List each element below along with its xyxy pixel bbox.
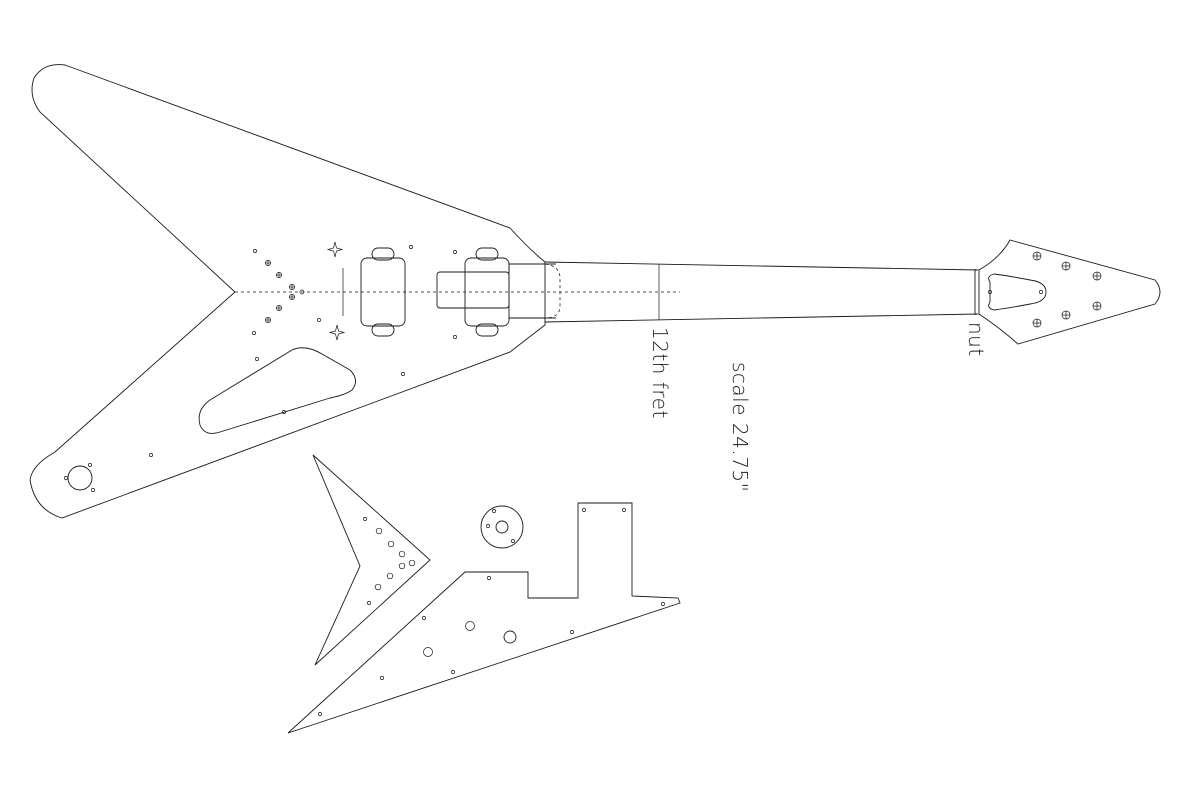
truss-rod-cover <box>988 273 1047 311</box>
jack-plate <box>480 505 524 549</box>
pickguard-lower <box>287 502 681 734</box>
pickguard-upper <box>312 454 431 666</box>
bridge-stud-markers <box>326 241 346 341</box>
neck-pickup <box>436 247 510 337</box>
twelfth-fret-label: 12th fret <box>648 327 672 419</box>
scale-label: scale 24.75" <box>728 362 752 492</box>
body-holes <box>149 245 457 457</box>
bridge-pickup <box>360 247 406 337</box>
control-cavity <box>198 347 356 434</box>
output-jack <box>64 463 95 492</box>
tuner-holes <box>1032 251 1102 328</box>
guitar-body <box>29 64 680 519</box>
guitar-neck <box>544 261 980 323</box>
nut-label: nut <box>964 322 988 357</box>
headstock <box>978 239 1161 345</box>
